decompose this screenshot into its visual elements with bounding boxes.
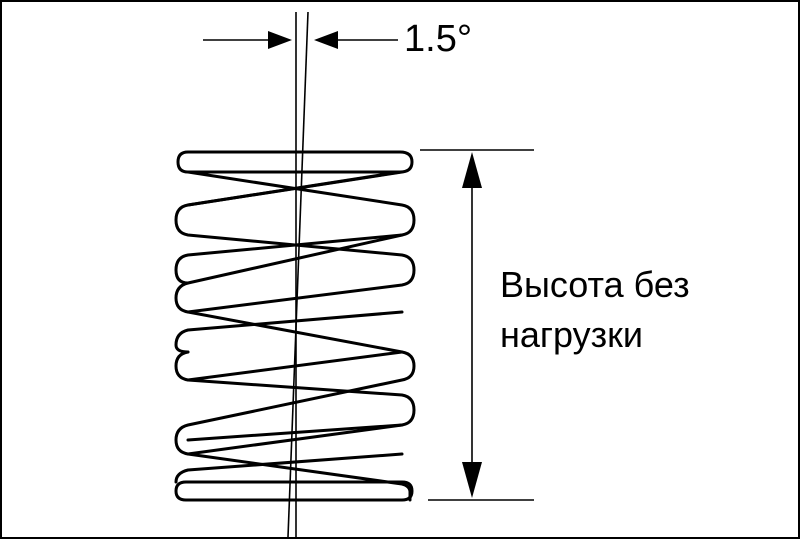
height-bottom-arrowhead (462, 462, 482, 498)
tilted-axis-line (287, 11, 309, 538)
spring-coil (174, 150, 416, 502)
free-height-label: Высота без нагрузки (500, 260, 690, 360)
spring-cross-upper (174, 170, 404, 285)
angle-right-arrowhead (314, 31, 338, 49)
height-top-arrowhead (462, 152, 482, 188)
spring-cross-mid (174, 310, 404, 382)
spring-windings-back-lower (174, 350, 416, 456)
spring-bottom-coil (174, 480, 414, 502)
spring-cross-lower (174, 423, 404, 484)
angle-left-arrowhead (268, 31, 292, 49)
free-height-label-line2: нагрузки (500, 314, 644, 355)
angle-label: 1.5° (404, 18, 473, 60)
spring-top-coil (176, 150, 414, 174)
free-height-label-line1: Высота без (500, 264, 690, 305)
spring-windings-back (174, 170, 416, 314)
spring-windings (174, 170, 416, 502)
